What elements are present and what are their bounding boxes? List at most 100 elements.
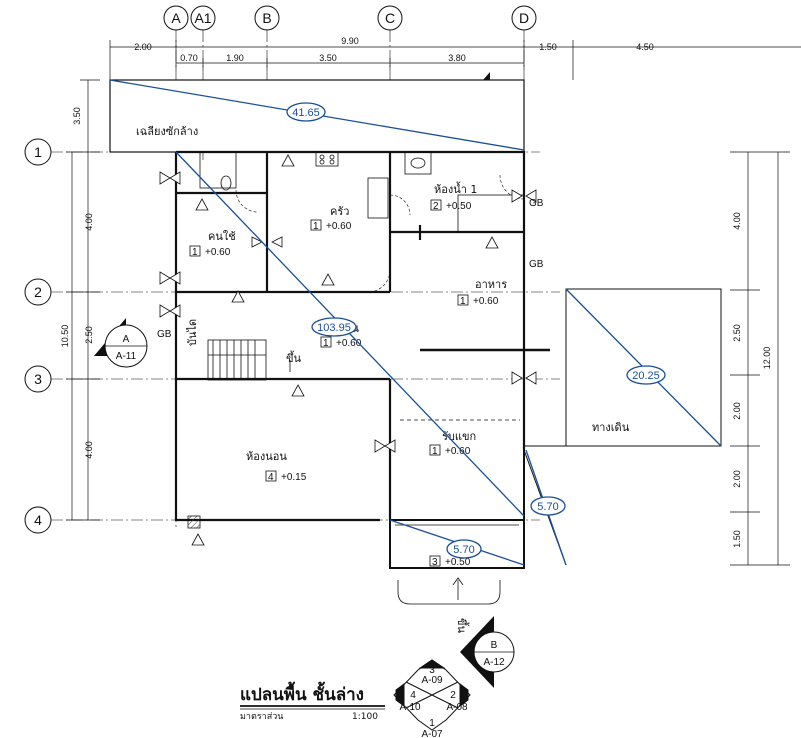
grid-column-bubbles	[163, 5, 537, 31]
dim-left-3-50: 3.50	[72, 107, 82, 125]
room-bath: ห้องน้ำ 1	[434, 181, 477, 196]
dim-right-4-00: 4.00	[732, 212, 742, 230]
floor-code-kitchen: 1	[313, 221, 319, 232]
room-dining: อาหาร	[475, 278, 507, 291]
elev-n1: 1	[429, 718, 435, 729]
door-swings	[235, 174, 525, 293]
grid-label-a1: A1	[194, 10, 211, 26]
elev-n2: 2	[450, 690, 456, 701]
top-dimension-labels: 2.00 9.90 1.50 4.50 0.70 1.90 3.50 3.80	[134, 36, 654, 63]
washbasin-icon	[404, 151, 432, 175]
gb-tag-3: GB	[157, 329, 172, 340]
room-entry-up: ขึ้น	[455, 618, 470, 634]
grid-label-d: D	[519, 10, 529, 26]
stove-icon	[315, 151, 339, 167]
room-walkway: ทางเดิน	[592, 421, 630, 434]
elev-n4: 4	[410, 690, 416, 701]
corner-column	[187, 515, 201, 529]
dim-top-3-80: 3.80	[448, 53, 466, 63]
elev-s3: A-09	[421, 675, 443, 686]
dim-right-2-00-a: 2.00	[732, 402, 742, 420]
section-marker-b: B A-12	[460, 616, 515, 688]
measurement-values: 41.65 103.95 20.25 5.70 5.70	[292, 107, 660, 556]
section-marker-a: A A-11	[94, 318, 148, 368]
floor-code-dining: 1	[460, 296, 466, 307]
kitchen-fixtures	[199, 151, 525, 233]
right-dimension-lines	[730, 151, 790, 566]
section-a-sheet: A-11	[116, 351, 137, 362]
level-kitchen: +0.60	[326, 221, 352, 232]
grid-label-1: 1	[34, 144, 42, 160]
sink-icon	[367, 177, 389, 219]
floor-levels: 1 +0.60 1 +0.60 2 +0.50 1 +0.60 1 +0.60 …	[189, 199, 499, 568]
measure-5-70-a: 5.70	[537, 501, 558, 513]
guest-porch-walls	[389, 379, 525, 569]
room-stair-up: ขึ้น	[286, 350, 302, 365]
right-dimension-labels: 4.00 2.50 2.00 2.00 1.50 12.00	[732, 212, 772, 548]
drawing-title: แปลนพื้น ชั้นล่าง	[240, 681, 364, 705]
room-laundry: เฉลียงซักล้าง	[136, 125, 198, 138]
dim-top-9-90: 9.90	[341, 36, 359, 46]
floor-code-bedroom: 4	[268, 472, 274, 483]
room-kitchen: ครัว	[330, 205, 349, 218]
level-porch: +0.50	[445, 557, 471, 568]
scale-label: มาตราส่วน	[240, 712, 283, 722]
dim-left-2-50: 2.50	[84, 326, 94, 344]
dim-top-3-50: 3.50	[319, 53, 337, 63]
bathtub-icon	[457, 194, 525, 233]
floor-code-bath: 2	[433, 201, 439, 212]
floor-code-porch: 3	[432, 557, 438, 568]
section-b-sheet: A-12	[483, 657, 505, 668]
staircase	[207, 339, 291, 381]
dim-right-2-50: 2.50	[732, 324, 742, 342]
elevation-key-labels: 3 4 2 1 A-09 A-10 A-08 A-07	[399, 665, 468, 738]
measure-5-70-b: 5.70	[453, 544, 474, 556]
level-dining: +0.60	[473, 296, 499, 307]
grid-label-c: C	[385, 10, 395, 26]
level-bedroom: +0.15	[281, 472, 307, 483]
elev-s4: A-10	[399, 702, 421, 713]
measurement-badges	[286, 102, 666, 559]
dim-right-1-50: 1.50	[732, 530, 742, 548]
scale-value: 1:100	[352, 712, 378, 722]
gb-tag-2: GB	[529, 259, 544, 270]
dim-left-4-00-b: 4.00	[84, 441, 94, 459]
measure-103-95: 103.95	[317, 322, 351, 334]
grid-label-a: A	[171, 10, 181, 26]
title-block: แปลนพื้น ชั้นล่าง มาตราส่วน 1:100	[240, 681, 385, 722]
room-bedroom: ห้องนอน	[246, 450, 287, 463]
room-maid: คนใช้	[208, 230, 236, 243]
level-bath: +0.50	[446, 201, 472, 212]
elev-s2: A-08	[446, 702, 468, 713]
left-dimension-labels: 3.50 4.00 2.50 4.00 10.50	[60, 107, 94, 459]
dim-top-4-50: 4.50	[636, 42, 654, 52]
grid-label-b: B	[262, 10, 271, 26]
level-maid: +0.60	[205, 247, 231, 258]
roof-marker	[483, 72, 490, 80]
top-dimension-lines	[109, 40, 801, 80]
grid-row-labels: 1 2 3 4	[34, 144, 42, 528]
grid-label-4: 4	[34, 512, 42, 528]
grid-label-3: 3	[34, 371, 42, 387]
dim-top-1-50: 1.50	[539, 42, 557, 52]
entry-steps	[397, 577, 501, 605]
elevation-key	[393, 659, 471, 731]
dim-top-1-90: 1.90	[226, 53, 244, 63]
grid-row-bubbles	[24, 138, 52, 534]
section-b-letter: B	[491, 640, 498, 651]
elev-n3: 3	[429, 665, 435, 676]
floor-code-living: 1	[323, 338, 329, 349]
dim-right-12-00: 12.00	[762, 347, 772, 370]
grid-label-2: 2	[34, 284, 42, 300]
dim-top-2-00: 2.00	[134, 42, 152, 52]
maid-bath-icon	[199, 151, 237, 189]
measure-20-25: 20.25	[632, 370, 660, 382]
column-markers	[191, 154, 499, 546]
grid-column-labels: A A1 B C D	[171, 10, 529, 26]
left-dimension-lines	[66, 79, 100, 521]
windows	[159, 171, 537, 453]
room-stair: บันได	[186, 319, 199, 346]
level-living: +0.60	[336, 338, 362, 349]
dim-top-0-70: 0.70	[180, 53, 198, 63]
